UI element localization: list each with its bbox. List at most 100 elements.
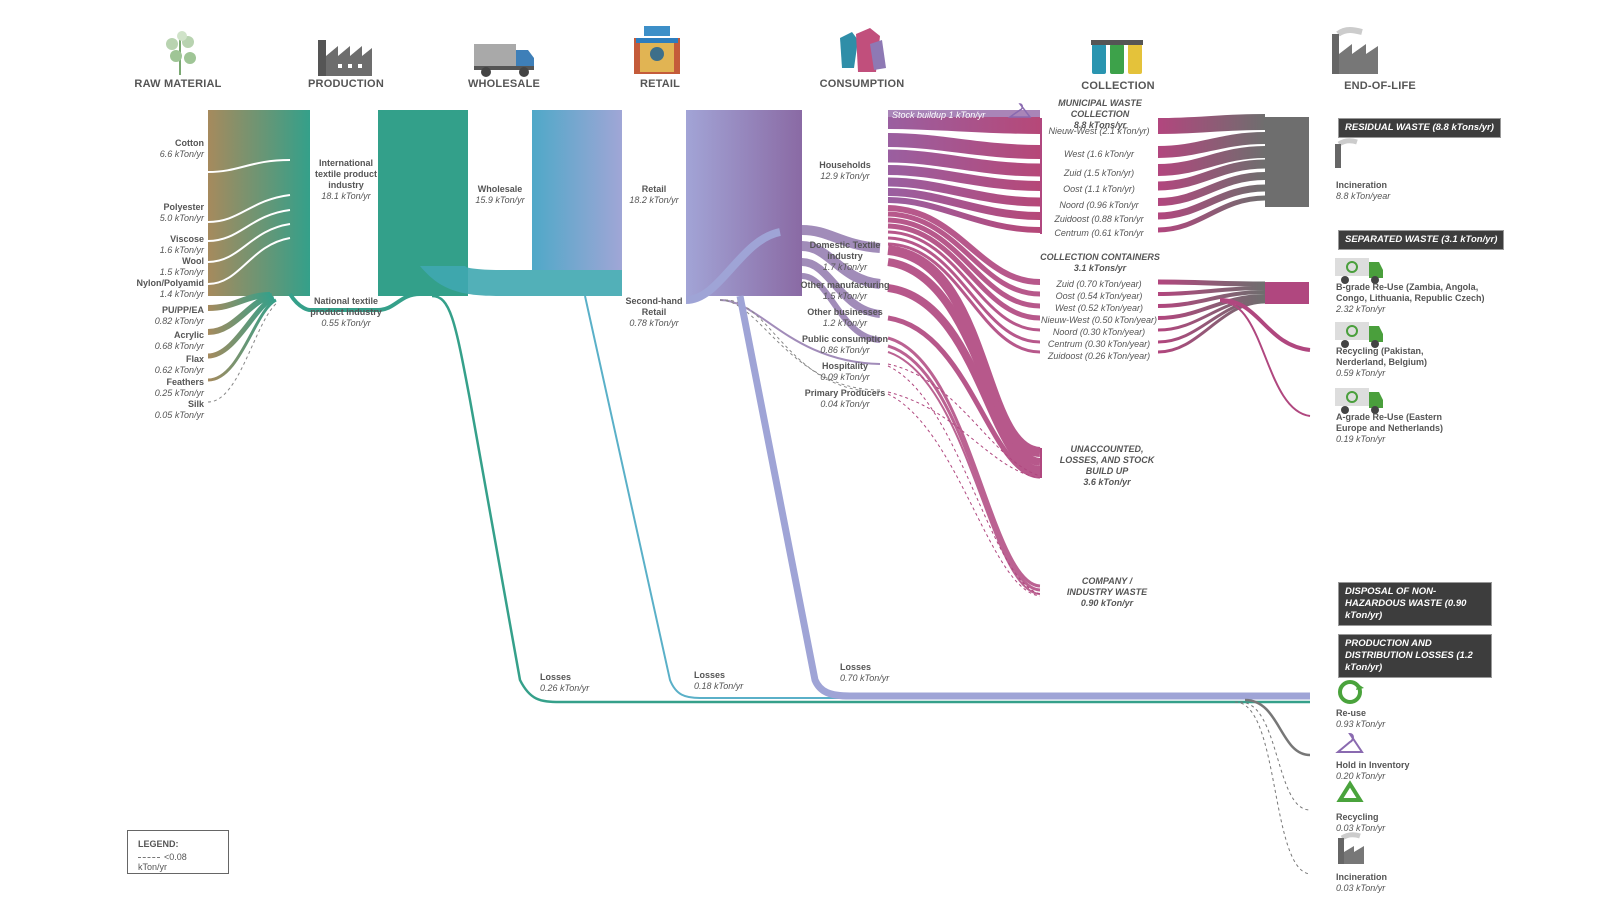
municipal-item-5: Zuidoost (0.88 kTon/yr	[1054, 214, 1144, 224]
recycle-symbol-icon	[1336, 780, 1364, 802]
separated-waste-badge: SEPARATED WASTE (3.1 kTon/yr)	[1338, 230, 1505, 250]
agrade-truck-icon	[1335, 388, 1383, 414]
legend-dashed-sample	[138, 857, 160, 859]
eol-bgrade: B-grade Re-Use (Zambia, Angola, Congo, L…	[1336, 282, 1485, 314]
container-item-2: West (0.52 kTon/year)	[1054, 303, 1144, 313]
unaccounted-block	[1040, 448, 1042, 478]
container-item-6: Zuidoost (0.26 kTon/year)	[1047, 351, 1151, 361]
stage-collection: COLLECTION	[1081, 80, 1155, 92]
stage-raw-material: RAW MATERIAL	[134, 78, 222, 90]
wholesale-block	[532, 110, 622, 270]
municipal-block	[1040, 118, 1042, 234]
container-item-1: Oost (0.54 kTon/year)	[1055, 291, 1143, 301]
waste-bins-icon	[1091, 40, 1143, 74]
truck-icon	[474, 44, 534, 77]
container-item-3: Nieuw-West (0.50 kTon/year)	[1040, 315, 1158, 325]
municipal-item-1: West (1.6 kTon/yr	[1063, 149, 1135, 159]
national-production-flow	[288, 292, 421, 312]
containers-to-separated-flows	[1157, 279, 1266, 354]
stage-consumption: CONSUMPTION	[819, 78, 905, 90]
small-incineration-icon	[1335, 138, 1358, 168]
municipal-item-6: Centrum (0.61 kTon/yr	[1054, 228, 1144, 238]
cotton-plant-icon	[166, 31, 196, 75]
eol-recycling: Recycling (Pakistan, Nerderland, Belgium…	[1336, 346, 1428, 378]
legend-box: LEGEND: <0.08 kTon/yr	[127, 830, 229, 874]
consumption-flows	[719, 225, 881, 365]
disposal-badge: DISPOSAL OF NON-HAZARDOUS WASTE (0.90 kT…	[1338, 582, 1492, 626]
stage-end-of-life: END-OF-LIFE	[1344, 80, 1416, 92]
store-icon	[634, 26, 680, 74]
stock-hanger-icon	[1007, 103, 1032, 118]
company-flows	[887, 336, 1041, 595]
losses-outflows	[1234, 698, 1311, 875]
stock-buildup-band	[888, 110, 1040, 117]
incineration-plant-icon	[1332, 27, 1378, 74]
residual-block	[1265, 117, 1309, 207]
stock-buildup-label: Stock buildup 1 kTon/yr	[892, 110, 986, 120]
container-item-5: Centrum (0.30 kTon/year)	[1047, 339, 1151, 349]
recycling-truck-icon	[1335, 322, 1383, 348]
second-hand-flow	[685, 228, 782, 304]
retail-block	[686, 110, 802, 296]
clothing-icon	[840, 28, 886, 72]
stage-production: PRODUCTION	[308, 78, 384, 90]
municipal-item-4: Noord (0.96 kTon/yr	[1059, 200, 1139, 210]
loss-flows	[431, 294, 1310, 704]
unaccounted-flows	[887, 245, 1041, 479]
separated-outflows	[1219, 298, 1311, 417]
production-losses-badge: PRODUCTION AND DISTRIBUTION LOSSES (1.2 …	[1338, 634, 1492, 678]
municipal-to-residual-flows	[1157, 114, 1266, 233]
stage-wholesale: WHOLESALE	[467, 78, 541, 90]
factory-icon	[318, 40, 372, 76]
primary-producers-dashed	[719, 299, 881, 391]
production-block	[378, 110, 468, 296]
eol-agrade: A-grade Re-Use (Eastern Europe and Nethe…	[1336, 412, 1444, 444]
bgrade-block	[1265, 282, 1309, 304]
legend-dashed-label: <0.08 kTon/yr	[138, 852, 187, 872]
residual-waste-badge: RESIDUAL WASTE (8.8 kTons/yr)	[1338, 118, 1501, 138]
container-flows	[887, 205, 1041, 354]
legend-title: LEGEND:	[138, 839, 179, 849]
reuse-truck-icon	[1335, 258, 1383, 284]
silk-dashed-flow	[207, 301, 279, 403]
container-item-4: Noord (0.30 kTon/year)	[1052, 327, 1146, 337]
reuse-arrows-icon	[1338, 680, 1364, 704]
container-item-0: Zuid (0.70 kTon/year)	[1056, 279, 1142, 289]
dashed-consumption-flows	[887, 363, 1041, 597]
